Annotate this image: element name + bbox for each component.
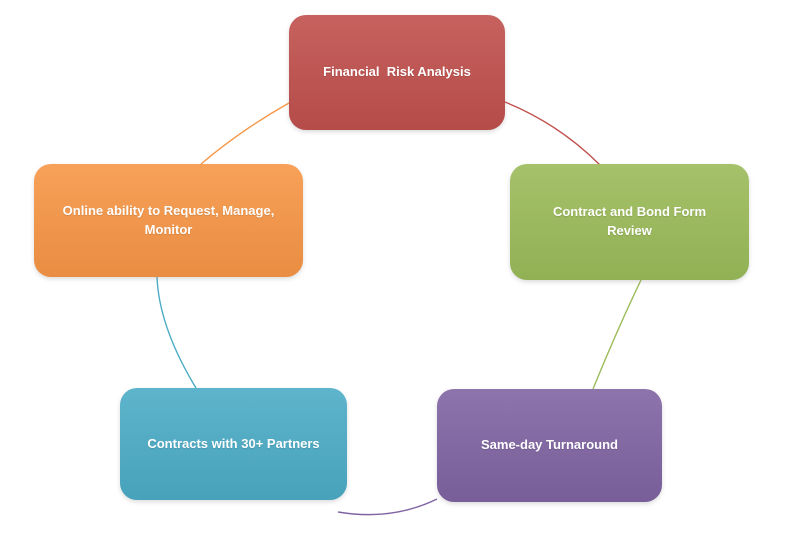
node-label-contract-and-bond-form-review: Contract and Bond Form Review <box>552 204 707 238</box>
connector-purple-to-teal <box>337 498 438 516</box>
node-contract-and-bond-form-review: Contract and Bond Form Review <box>510 164 749 280</box>
node-label-same-day-turnaround: Same-day Turnaround <box>480 437 618 453</box>
node-label-financial-risk-analysis: Financial Risk Analysis <box>323 64 471 80</box>
connector-teal-to-orange <box>156 276 197 389</box>
node-online-ability-to-request-manage-monitor: Online ability to Request, Manage, Monit… <box>34 164 303 277</box>
node-contracts-with-30-plus-partners: Contracts with 30+ Partners <box>120 388 347 500</box>
connector-red-to-green <box>504 101 601 166</box>
node-same-day-turnaround: Same-day Turnaround <box>437 389 662 502</box>
node-label-online-ability-to-request-manage-monitor: Online ability to Request, Manage, Monit… <box>62 202 275 237</box>
node-label-contracts-with-30-plus-partners: Contracts with 30+ Partners <box>147 435 320 451</box>
node-financial-risk-analysis: Financial Risk Analysis <box>289 15 505 130</box>
connector-green-to-purple <box>592 279 642 390</box>
connector-orange-to-red <box>200 102 290 165</box>
